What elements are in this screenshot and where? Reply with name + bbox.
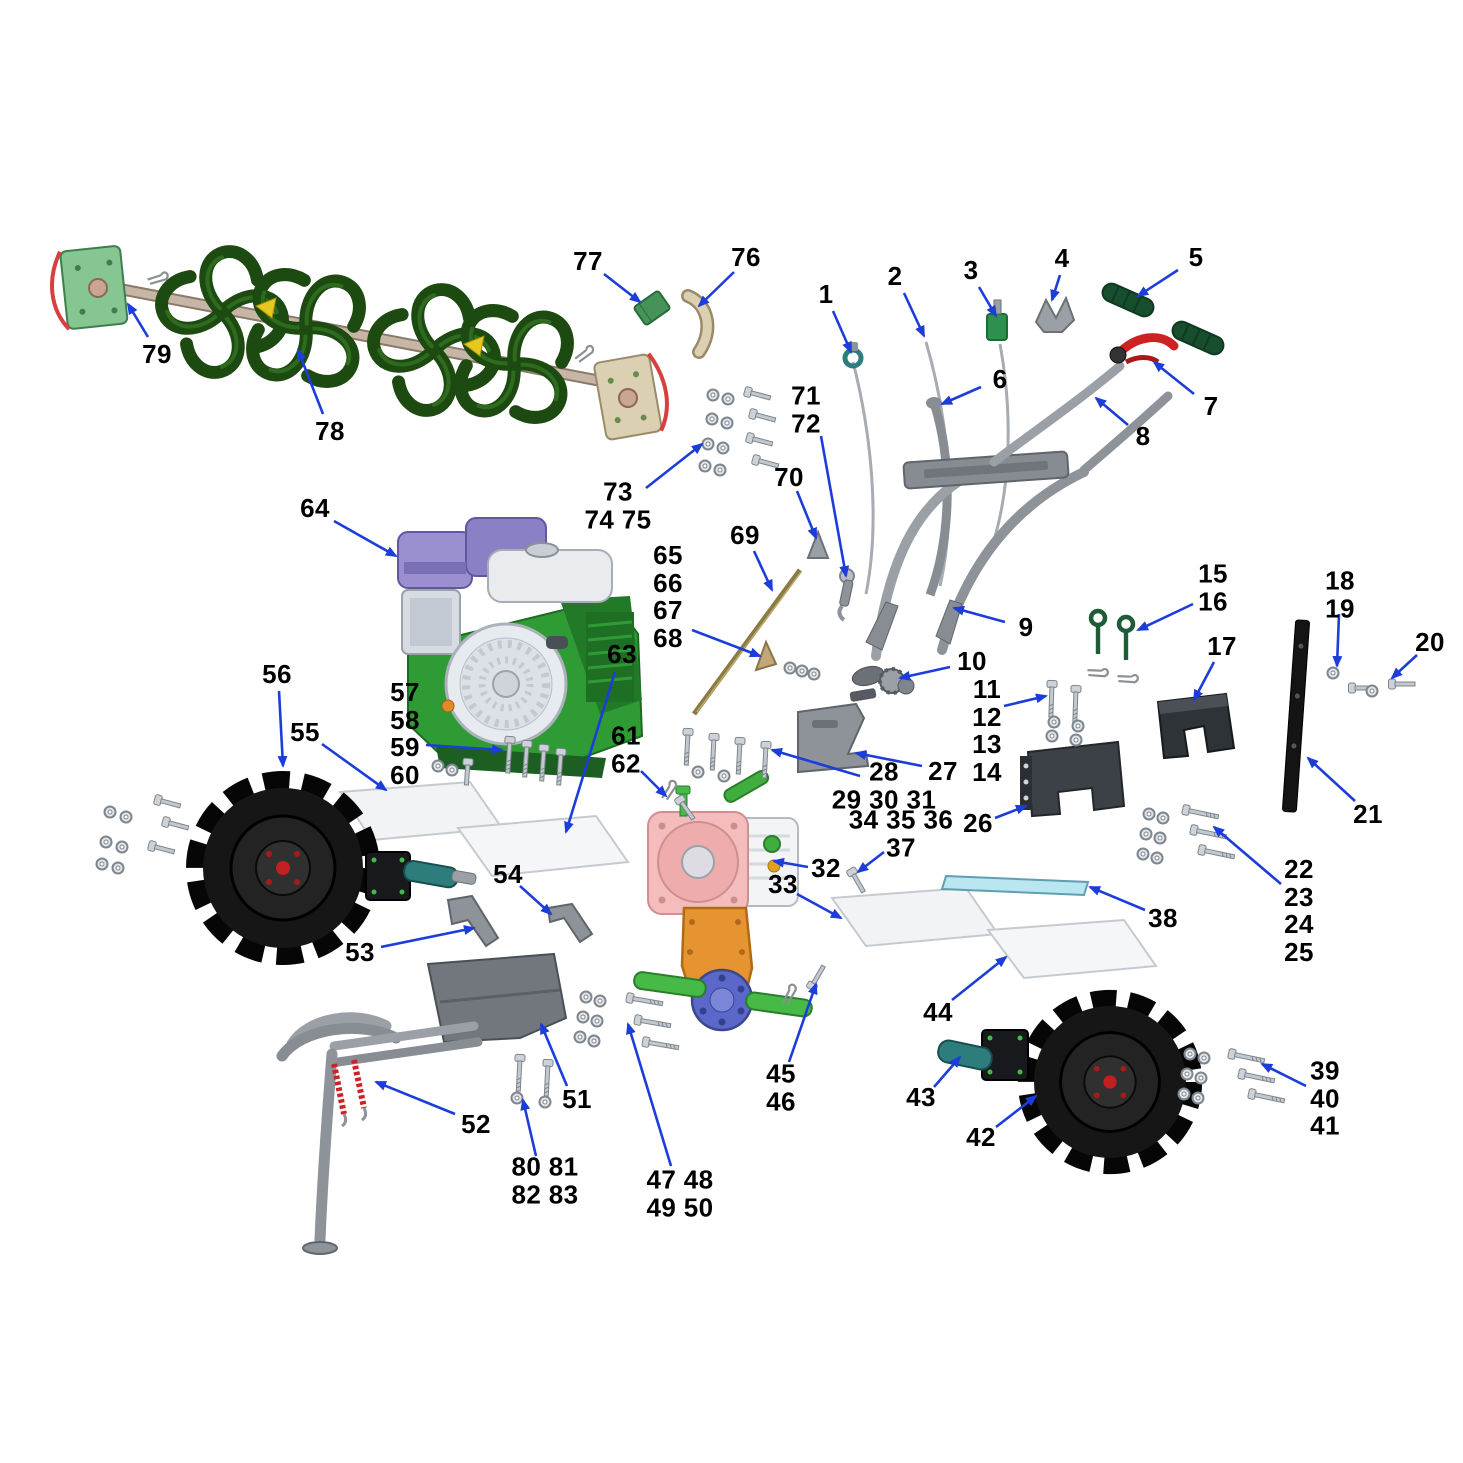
callout-arrow-69 [752,550,774,592]
tension-rod [691,568,803,716]
gearbox-knob [763,835,781,853]
handle-grip [1098,279,1158,321]
hinge-cluster [849,665,915,702]
plates [338,780,1158,980]
tiller-shield-plate [633,290,671,326]
callout-arrow-42 [995,1094,1038,1129]
callout-arrow-22 [1212,825,1282,885]
callout-arrow-53 [380,925,476,949]
callout-arrow-55 [321,742,388,792]
callout-arrow-18 [1332,613,1343,668]
engine-air-filter [397,531,473,589]
callout-arrow-47 [626,1022,673,1167]
leveling-bar-38 [940,874,1090,897]
angle-bracket-54 [546,902,594,944]
callout-arrow-45 [787,982,818,1063]
spring-2 [351,1059,367,1109]
fuel-cap [525,542,559,558]
clutch-lever [1113,333,1179,359]
callout-arrow-76 [697,271,735,308]
callout-arrow-3 [977,286,998,318]
tiller-left-flange [49,245,129,331]
right-axle [937,1029,1029,1081]
callout-arrow-73 [645,442,704,490]
small-lever [837,568,855,622]
depth-bar-21 [1282,619,1310,813]
callout-arrow-33 [796,892,843,920]
left-wheel [197,782,369,954]
gearbox-shift-lever [723,770,770,803]
callout-arrow-20 [1390,654,1418,680]
right-wheel [1028,1000,1191,1163]
callout-arrow-8 [1094,396,1129,426]
callout-arrow-79 [126,302,150,338]
eyebolt-15 [1091,611,1105,654]
handlebar-right-arm [937,467,1089,655]
handlebar-assembly [691,279,1228,716]
callout-arrow-57 [425,743,504,755]
output-shaft-right [745,991,813,1018]
callout-arrow-9 [952,605,1006,624]
kickstand [276,1012,483,1255]
callout-arrow-56 [277,690,288,768]
hitch-bracket-26 [1026,740,1126,818]
handlebar-tube [925,404,952,597]
callout-arrow-43 [933,1055,962,1088]
starter-handle [546,636,568,649]
callout-arrow-78 [296,348,325,415]
left-axle [365,851,477,901]
callout-arrow-2 [902,292,926,338]
callout-arrow-10 [898,665,951,681]
tiller-blade-assembly [49,245,715,441]
callout-arrow-21 [1306,756,1356,802]
callout-arrow-7 [1152,360,1195,396]
skid-plate-4 [986,918,1158,980]
callout-arrow-80 [520,1098,538,1157]
callout-arrow-32 [772,857,809,869]
gearbox [633,770,813,1032]
callout-arrow-11 [1003,693,1048,708]
callout-arrow-44 [951,955,1008,1002]
callout-arrow-4 [1050,274,1062,302]
callout-arrows [126,268,1418,1167]
cable-ring [842,347,864,369]
handle-grip-2 [1168,317,1228,359]
callout-arrow-6 [940,385,982,406]
engine-fuel-tank [487,549,613,603]
callout-arrow-26 [994,804,1028,820]
callout-arrow-34 [856,850,885,874]
eyebolt-16 [1119,617,1133,660]
callout-arrow-52 [374,1080,456,1116]
callout-arrow-63 [564,671,617,834]
skid-plate-3 [830,886,1000,948]
callout-arrow-71 [819,435,850,578]
tiller-right-flange [593,352,669,441]
callout-arrow-39 [1260,1062,1307,1088]
callout-arrow-77 [603,272,642,304]
callout-arrow-5 [1136,268,1179,298]
output-shaft-left [633,971,707,998]
brackets [426,611,1310,1044]
lever-bracket [1034,295,1076,333]
callout-arrow-27 [854,750,923,768]
callout-arrow-17 [1192,661,1216,702]
callout-arrow-70 [795,490,818,540]
callout-arrow-54 [519,885,553,916]
skid-plate-2 [456,814,630,878]
spring [331,1063,347,1115]
engine [397,517,644,778]
angle-bracket-53 [446,894,500,948]
cone-spacer [806,529,830,559]
fasteners [95,268,1416,1109]
callout-arrow-1 [831,310,853,354]
callout-arrow-51 [539,1022,569,1087]
callout-arrow-15 [1136,602,1194,632]
callout-arrow-28 [770,748,861,778]
callout-arrow-61 [640,770,668,798]
callout-arrow-64 [333,519,398,558]
callout-arrow-65 [691,628,762,658]
callout-arrow-38 [1088,885,1146,912]
